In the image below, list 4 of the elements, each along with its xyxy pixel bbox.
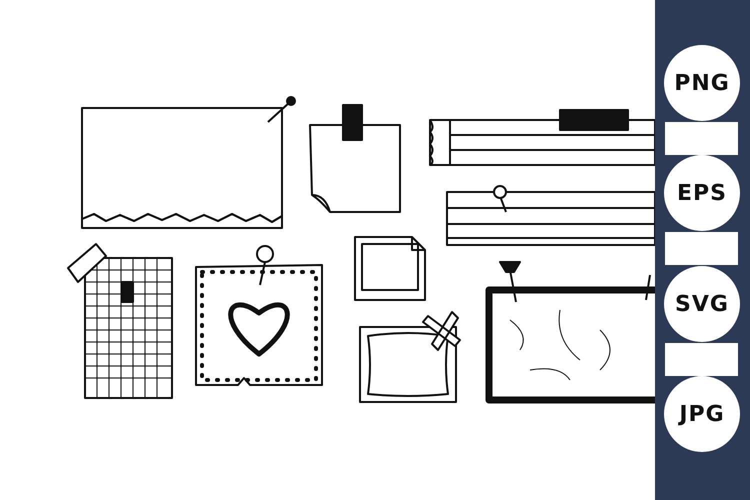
file-format-badge: PNG	[664, 45, 740, 121]
file-format-badge: SVG	[664, 266, 740, 342]
file-format-badge: EPS	[664, 155, 740, 231]
file-format-badge: JPG	[664, 376, 740, 452]
